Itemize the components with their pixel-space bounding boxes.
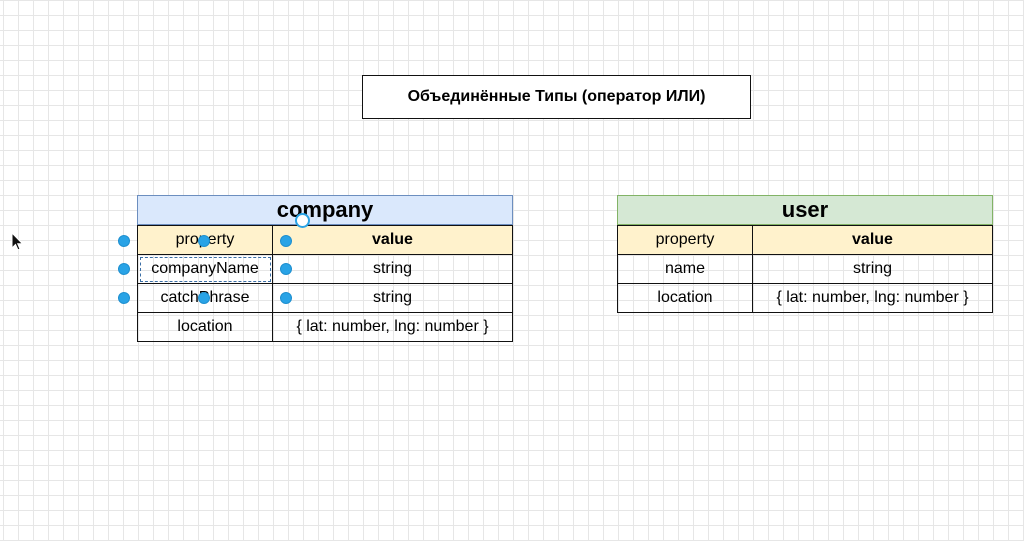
diagram-title[interactable]: Объединённые Типы (оператор ИЛИ)	[362, 75, 751, 119]
company-table[interactable]: company property value companyName strin…	[137, 195, 513, 342]
company-row-value-cell[interactable]: string	[272, 283, 513, 313]
company-value-header[interactable]: value	[272, 225, 513, 255]
user-column-header-row: property value	[617, 225, 993, 255]
selection-handle[interactable]	[198, 292, 210, 304]
table-row: name string	[617, 254, 993, 284]
selection-handle[interactable]	[198, 235, 210, 247]
selection-handle[interactable]	[280, 263, 292, 275]
user-property-header[interactable]: property	[617, 225, 753, 255]
user-row-property-cell[interactable]: name	[617, 254, 753, 284]
user-table-header[interactable]: user	[617, 195, 993, 225]
company-column-header-row: property value	[137, 225, 513, 255]
table-row: catchPhrase string	[137, 283, 513, 313]
user-row-value-cell[interactable]: { lat: number, lng: number }	[752, 283, 993, 313]
selection-handle[interactable]	[118, 292, 130, 304]
selection-handle[interactable]	[280, 292, 292, 304]
user-row-property-cell[interactable]: location	[617, 283, 753, 313]
selection-handle[interactable]	[118, 235, 130, 247]
table-row: location { lat: number, lng: number }	[137, 312, 513, 342]
selection-handle[interactable]	[118, 263, 130, 275]
company-row-value-cell[interactable]: string	[272, 254, 513, 284]
user-value-header[interactable]: value	[752, 225, 993, 255]
company-property-header[interactable]: property	[137, 225, 273, 255]
company-row-value-cell[interactable]: { lat: number, lng: number }	[272, 312, 513, 342]
company-row-property-cell[interactable]: location	[137, 312, 273, 342]
selection-handle[interactable]	[280, 235, 292, 247]
table-row: companyName string	[137, 254, 513, 284]
company-table-body: property value companyName string catchP…	[137, 225, 513, 342]
company-row-property-cell[interactable]: companyName	[137, 254, 273, 284]
company-table-header[interactable]: company	[137, 195, 513, 225]
user-table-body: property value name string location { la…	[617, 225, 993, 313]
user-row-value-cell[interactable]: string	[752, 254, 993, 284]
table-row: location { lat: number, lng: number }	[617, 283, 993, 313]
mouse-cursor-icon	[11, 232, 24, 251]
rotate-handle-icon[interactable]	[295, 213, 310, 228]
user-table[interactable]: user property value name string location…	[617, 195, 993, 313]
